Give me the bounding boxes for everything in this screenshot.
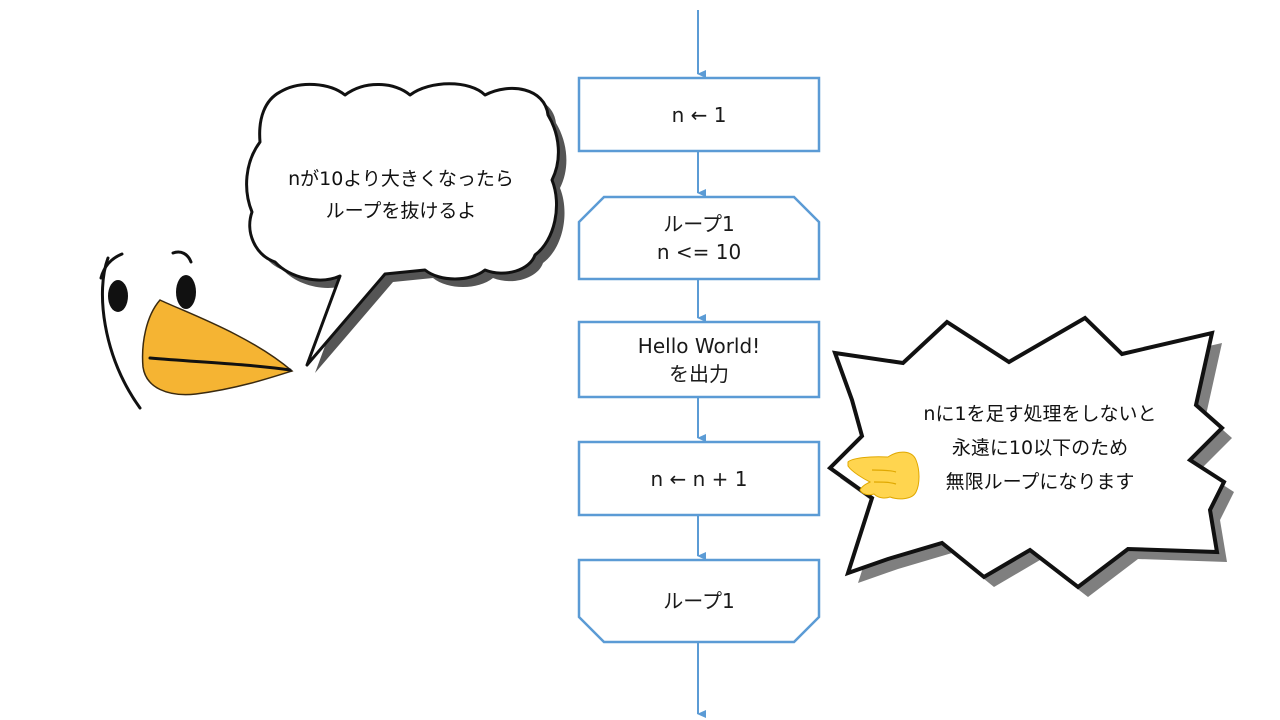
bird-speech-bubble [245, 82, 567, 373]
increment-process-box [577, 440, 821, 517]
bird-right-eyebrow [171, 250, 193, 264]
bird-character [99, 250, 294, 410]
bird-bubble-shape [245, 82, 560, 367]
warning-bubble-shape [826, 315, 1227, 590]
loop-start-condition: n <= 10 [656, 240, 742, 264]
bird-left-eyebrow [99, 252, 124, 280]
warning-bubble-line1: nに1を足す処理をしないと [923, 403, 1157, 425]
bird-left-eye [108, 280, 128, 312]
bird-bubble-line1: nが10より大きくなったら [288, 168, 514, 190]
output-process-box [577, 320, 821, 399]
increment-text: n ← n + 1 [650, 466, 748, 491]
loop-end-label: ループ1 [579, 560, 819, 642]
output-label: Hello World! を出力 [579, 322, 819, 397]
pointing-hand-detail [871, 469, 897, 485]
bird-beak-line [148, 356, 292, 372]
loop-start-label: ループ1 n <= 10 [579, 197, 819, 279]
bird-bubble-line2: ループを抜けるよ [325, 200, 477, 222]
bird-bubble-text: nが10より大きくなったら ループを抜けるよ [246, 160, 556, 230]
init-process-box [577, 76, 821, 153]
loop-start-box [577, 195, 821, 281]
init-text: n ← 1 [671, 102, 727, 127]
bird-beak [141, 299, 294, 396]
loop-start-name: ループ1 [663, 212, 735, 236]
bird-head-outline [100, 256, 142, 410]
bird-right-eye [176, 275, 196, 309]
flow-shapes [577, 76, 821, 644]
output-text-line1: Hello World! [637, 333, 761, 358]
warning-bubble-line3: 無限ループになります [945, 471, 1135, 493]
warning-bubble-text: nに1を足す処理をしないと 永遠に10以下のため 無限ループになります [890, 396, 1190, 500]
loop-end-box [577, 558, 821, 644]
pointing-hand-shape [847, 451, 920, 500]
output-text-line2: を出力 [669, 361, 729, 386]
warning-bubble-line2: 永遠に10以下のため [951, 437, 1129, 459]
increment-label: n ← n + 1 [579, 442, 819, 515]
pointing-hand-icon [847, 451, 920, 500]
warning-speech-bubble [826, 315, 1234, 597]
loop-end-text: ループ1 [663, 589, 735, 613]
init-label: n ← 1 [579, 78, 819, 151]
